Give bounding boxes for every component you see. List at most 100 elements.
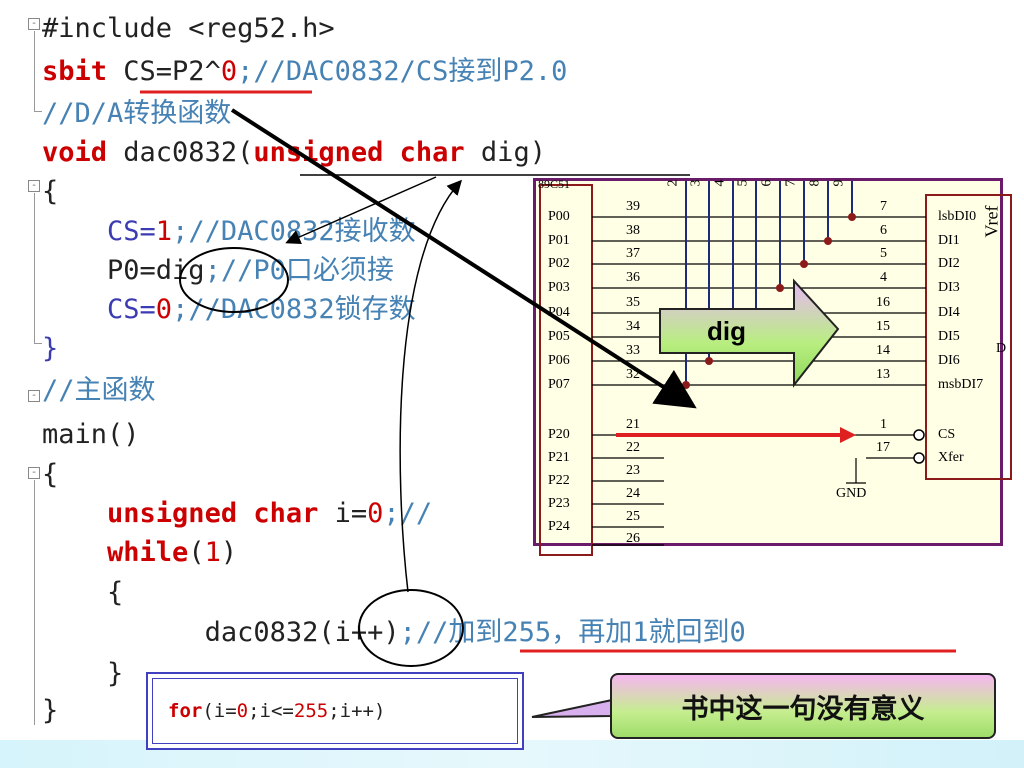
pin-number: 26 bbox=[626, 531, 640, 546]
code-text: dac0832( bbox=[107, 137, 254, 168]
fold-toggle-icon[interactable]: - bbox=[28, 467, 40, 479]
code-line-include: #include <reg52.h> bbox=[42, 12, 335, 46]
fold-guide bbox=[34, 111, 42, 112]
pin-label: P07 bbox=[548, 377, 570, 392]
code-line-brace: { bbox=[42, 458, 58, 492]
pin-number: 34 bbox=[626, 319, 640, 334]
comment: ;//P0口必须接 bbox=[204, 255, 394, 286]
pin-number: 35 bbox=[626, 295, 640, 310]
pin-number: 25 bbox=[626, 509, 640, 524]
editor-gutter bbox=[0, 0, 28, 740]
code-line-brace: } bbox=[42, 332, 58, 366]
number-literal: 0 bbox=[367, 498, 384, 529]
code-line-brace: { bbox=[42, 175, 58, 209]
main-function: main() bbox=[42, 419, 140, 450]
dac-pin-label: Xfer bbox=[938, 450, 964, 465]
brace: { bbox=[42, 459, 59, 490]
keyword: unsigned char bbox=[107, 498, 319, 529]
pin-number: 36 bbox=[626, 270, 640, 285]
dig-arrow-label: dig bbox=[707, 316, 746, 346]
code-text: CS=P2^ bbox=[107, 56, 221, 87]
pin-number: 7 bbox=[880, 199, 887, 214]
pin-number: 14 bbox=[876, 343, 890, 358]
include-directive: #include <reg52.h> bbox=[42, 13, 335, 44]
comment: ;// bbox=[399, 617, 449, 648]
fold-guide bbox=[34, 193, 35, 343]
keyword: while bbox=[107, 537, 189, 568]
dac-pin-label: DI6 bbox=[938, 353, 960, 368]
code-line-brace: } bbox=[42, 657, 123, 691]
number-literal: 1 bbox=[155, 216, 173, 247]
number-literal: 0 bbox=[155, 294, 173, 325]
pin-number: 24 bbox=[626, 486, 640, 501]
pin-label: P01 bbox=[548, 233, 570, 248]
comment: //主函数 bbox=[42, 375, 156, 406]
circuit-wiring bbox=[539, 181, 1012, 556]
pin-number: 5 bbox=[880, 246, 887, 261]
pin-label: P00 bbox=[548, 209, 570, 224]
keyword: void bbox=[42, 137, 108, 168]
note-text: 书中这一句没有意义 bbox=[681, 693, 925, 725]
pin-label: P22 bbox=[548, 473, 570, 488]
code-line-brace: { bbox=[42, 576, 123, 610]
pin-label: P06 bbox=[548, 353, 570, 368]
brace: } bbox=[42, 333, 59, 364]
fold-guide bbox=[34, 343, 42, 344]
comment: ;//DAC0832/CS接到P2.0 bbox=[237, 56, 568, 87]
dac-pin-label: CS bbox=[938, 427, 956, 442]
number-literal: 0 bbox=[729, 617, 746, 648]
pin-number: 13 bbox=[876, 367, 890, 382]
dac-pin-label: DI3 bbox=[938, 280, 960, 295]
comment: ;// bbox=[383, 498, 433, 529]
number-literal: 1 bbox=[204, 537, 221, 568]
code-text: dig) bbox=[464, 137, 546, 168]
code-line-main: main() bbox=[42, 418, 140, 452]
code-line-main-comment: //主函数 bbox=[42, 374, 156, 408]
code-line-while: while(1) bbox=[42, 536, 237, 570]
keyword: unsigned char bbox=[253, 137, 465, 168]
code-line-function-decl: void dac0832(unsigned char dig) bbox=[42, 136, 546, 170]
pin-number: 16 bbox=[876, 295, 890, 310]
pin-number: 21 bbox=[626, 417, 640, 432]
pin-number: 39 bbox=[626, 199, 640, 214]
pin-number: 1 bbox=[880, 417, 887, 432]
keyword: sbit bbox=[42, 56, 108, 87]
comment: //D/A转换函数 bbox=[42, 98, 232, 129]
code-text: CS= bbox=[42, 294, 156, 325]
code-text: ( bbox=[188, 537, 205, 568]
code-text: P0= bbox=[42, 255, 156, 286]
note-callout: 书中这一句没有意义 bbox=[610, 673, 996, 739]
for-loop-code: for(i=0;i<=255;i++) bbox=[168, 700, 385, 722]
pin-number: 22 bbox=[626, 440, 640, 455]
pin-label: P02 bbox=[548, 256, 570, 271]
fold-toggle-icon[interactable]: - bbox=[28, 18, 40, 30]
pin-number: 6 bbox=[880, 223, 887, 238]
code-text: ;i<= bbox=[248, 700, 294, 722]
pin-label: P05 bbox=[548, 329, 570, 344]
code-text: (i= bbox=[202, 700, 237, 722]
gnd-label: GND bbox=[836, 486, 867, 501]
number-literal: 0 bbox=[220, 56, 238, 87]
dac-pin-label: DI4 bbox=[938, 305, 960, 320]
keyword: for bbox=[168, 700, 203, 722]
brace: { bbox=[42, 176, 59, 207]
pin-label: P20 bbox=[548, 427, 570, 442]
code-line-declare-i: unsigned char i=0;// bbox=[42, 497, 432, 531]
dac-pin-label: DI5 bbox=[938, 329, 960, 344]
circuit-diagram: 89C51 P00 P01 P02 P03 P04 P05 P06 P07 39… bbox=[533, 177, 1012, 556]
pin-number: 38 bbox=[626, 223, 640, 238]
code-line-sbit: sbit CS=P2^0;//DAC0832/CS接到P2.0 bbox=[42, 55, 567, 89]
pin-label: P23 bbox=[548, 496, 570, 511]
for-loop-box: for(i=0;i<=255;i++) bbox=[146, 672, 524, 750]
dac-pin-label: msbDI7 bbox=[938, 377, 984, 392]
dac-pin-label: DI2 bbox=[938, 256, 960, 271]
pin-number: 4 bbox=[880, 270, 887, 285]
brace: } bbox=[42, 695, 59, 726]
code-line-comment-da: //D/A转换函数 bbox=[42, 97, 231, 131]
code-line-brace: } bbox=[42, 694, 58, 728]
pin-label: P03 bbox=[548, 280, 570, 295]
number-literal: 0 bbox=[236, 700, 249, 722]
fold-toggle-icon[interactable]: - bbox=[28, 180, 40, 192]
fold-toggle-icon[interactable]: - bbox=[28, 390, 40, 402]
